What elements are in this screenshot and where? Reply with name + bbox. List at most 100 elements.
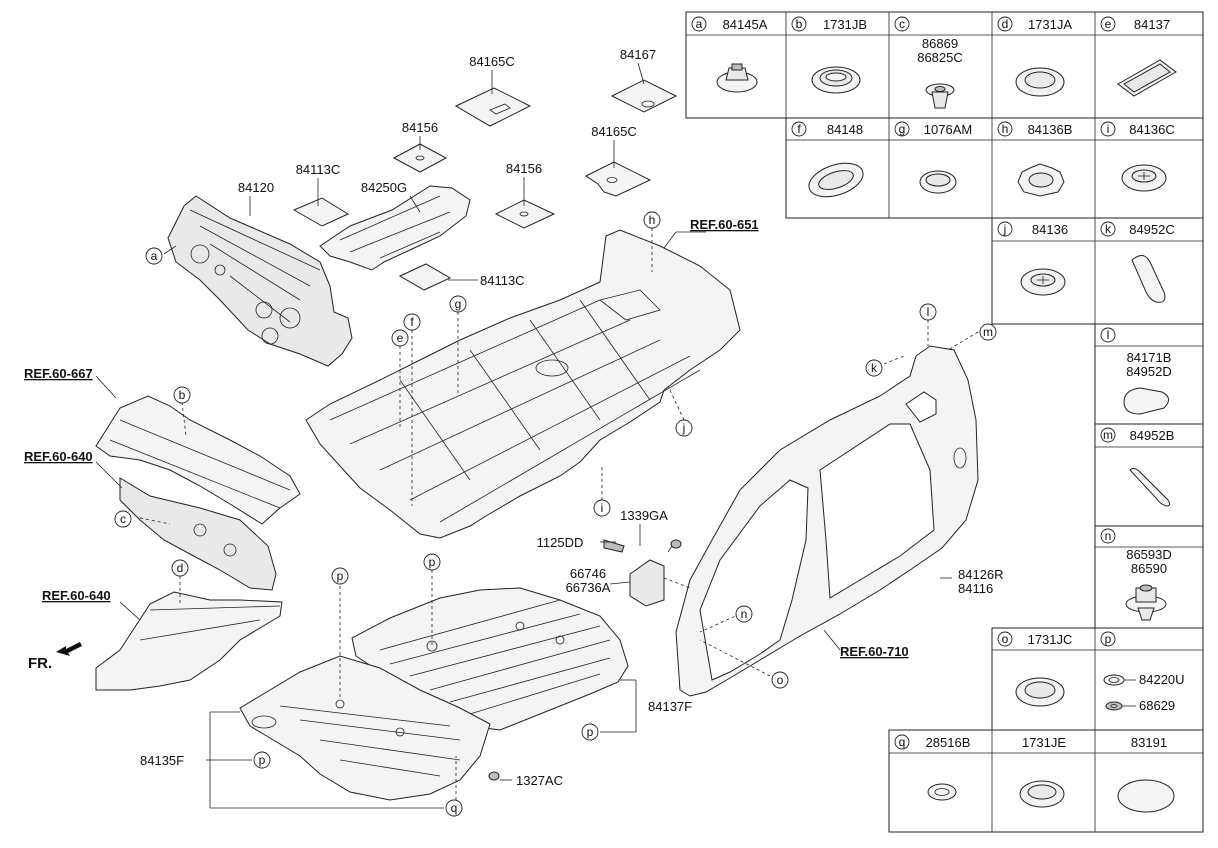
under-cover-84135F — [239, 655, 491, 801]
grommet-1731JE-icon — [1019, 780, 1065, 808]
side-panel — [675, 345, 979, 697]
pad-84952B-icon — [1129, 467, 1171, 507]
legend-a-code: 84145A — [723, 17, 768, 32]
fasteners — [488, 771, 500, 781]
legend-k-code: 84952C — [1129, 222, 1175, 237]
front-direction-indicator: FR. — [28, 642, 82, 672]
label-84126R: 84126R — [958, 567, 1004, 582]
callout-q: q — [451, 801, 458, 815]
legend-c-code-2: 86825C — [917, 50, 963, 65]
pad-84156-a-shape — [392, 143, 448, 173]
callout-a: a — [151, 249, 158, 263]
pad-84113C-a-shape — [292, 197, 350, 227]
label-84113C-b: 84113C — [480, 273, 525, 288]
callout-b: b — [179, 388, 186, 402]
legend-h-letter: h — [1002, 122, 1009, 136]
insulator-84250G — [319, 185, 471, 271]
legend-n-code-2: 86590 — [1131, 561, 1167, 576]
clip-86593D-icon — [1125, 584, 1167, 621]
label-84120: 84120 — [238, 180, 274, 195]
plug-1076AM-icon — [919, 170, 957, 194]
legend-l-code-1: 84171B — [1127, 350, 1172, 365]
legend-h-code: 84136B — [1028, 122, 1073, 137]
callout-m: m — [983, 325, 993, 339]
washer-84220U-icon — [1103, 674, 1136, 686]
legend-b-code: 1731JB — [823, 17, 867, 32]
legend-o-code: 1731JC — [1028, 632, 1073, 647]
legend-c-letter: c — [899, 17, 905, 31]
legend-o-letter: o — [1002, 632, 1009, 646]
bracket-66746 — [603, 539, 682, 607]
label-84165C-a: 84165C — [469, 54, 515, 69]
grommet-1731JB-icon — [811, 66, 861, 94]
legend-d-letter: d — [1002, 17, 1009, 31]
legend-q2-code: 1731JE — [1022, 735, 1066, 750]
callouts: a b c d e f g h i j k l m n o p p p p q — [114, 211, 997, 817]
legend-a-letter: a — [696, 17, 703, 31]
callout-p-2: p — [429, 555, 436, 569]
ref-60-640-a[interactable]: REF.60-640 — [24, 449, 93, 464]
legend-n-letter: n — [1105, 529, 1112, 543]
label-1125DD: 1125DD — [537, 535, 584, 550]
plug-84136B-icon — [1017, 163, 1065, 197]
callout-d: d — [177, 561, 184, 575]
callout-g: g — [455, 297, 462, 311]
label-84165C-b: 84165C — [591, 124, 637, 139]
legend-i-code: 84136C — [1129, 122, 1175, 137]
legend-e-letter: e — [1105, 17, 1112, 31]
leader-lines — [95, 62, 979, 809]
legend-g-letter: g — [899, 122, 906, 136]
callout-f: f — [410, 315, 414, 329]
pad-84156-b-shape — [494, 199, 556, 229]
ref-60-667[interactable]: REF.60-667 — [24, 366, 93, 381]
legend-e-code: 84137 — [1134, 17, 1170, 32]
floor-panel — [305, 229, 741, 539]
callout-h: h — [649, 213, 656, 227]
callout-p-3: p — [587, 725, 594, 739]
callout-e: e — [397, 331, 404, 345]
label-84167: 84167 — [620, 47, 656, 62]
ref-60-651[interactable]: REF.60-651 — [690, 217, 759, 232]
legend-j-letter: j — [1003, 222, 1007, 236]
pad-84165C-b-shape — [585, 161, 652, 197]
cowl-lower — [119, 477, 277, 591]
callout-i: i — [601, 501, 604, 515]
dash-panel-84120 — [167, 195, 353, 367]
legend-c-code-1: 86869 — [922, 36, 958, 51]
callout-p-4: p — [259, 753, 266, 767]
legend-q3-code: 83191 — [1131, 735, 1167, 750]
callout-l: l — [927, 305, 930, 319]
label-84135F: 84135F — [140, 753, 184, 768]
legend-f-code: 84148 — [827, 122, 863, 137]
sound-pads — [292, 79, 678, 291]
front-member — [95, 591, 283, 691]
legend-g-code: 1076AM — [924, 122, 972, 137]
ref-60-710[interactable]: REF.60-710 — [840, 644, 909, 659]
label-84113C-a: 84113C — [296, 162, 341, 177]
references: REF.60-651 REF.60-667 REF.60-640 REF.60-… — [24, 217, 909, 659]
grommet-1731JA-icon — [1015, 67, 1065, 97]
label-84156-b: 84156 — [506, 161, 542, 176]
legend-m-letter: m — [1103, 428, 1113, 442]
legend-p-code-1: 84220U — [1139, 672, 1185, 687]
callout-n: n — [741, 607, 748, 621]
legend-f-letter: f — [797, 122, 801, 136]
legend-table — [685, 11, 1204, 833]
legend-p-code-2: 68629 — [1139, 698, 1175, 713]
legend-j-code: 84136 — [1032, 222, 1068, 237]
legend-d-code: 1731JA — [1028, 17, 1072, 32]
callout-p-1: p — [337, 569, 344, 583]
label-66746: 66746 — [570, 566, 606, 581]
front-arrow-icon — [56, 642, 82, 656]
pad-84167-shape — [610, 79, 678, 113]
label-84116: 84116 — [958, 581, 993, 596]
front-label: FR. — [28, 655, 52, 672]
legend-letters: a b c d e f g h i j k l m n o p q — [691, 16, 1116, 750]
ref-60-640-b[interactable]: REF.60-640 — [42, 588, 111, 603]
legend-k-letter: k — [1105, 222, 1112, 236]
pad-84171B-icon — [1123, 387, 1169, 415]
legend-p-letter: p — [1105, 632, 1112, 646]
legend-l-code-2: 84952D — [1126, 364, 1172, 379]
plug-84148-icon — [808, 162, 864, 198]
